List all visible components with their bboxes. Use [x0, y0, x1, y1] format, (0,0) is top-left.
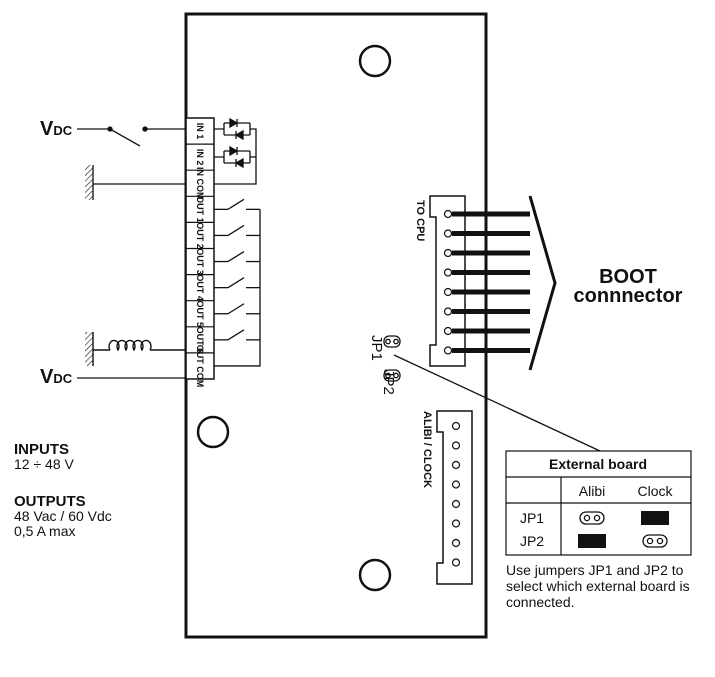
alibi-clock-connector: [436, 410, 473, 585]
to-cpu-label: TO CPU: [414, 200, 426, 241]
terminal-label: IN COM: [195, 167, 205, 200]
table-title: External board: [549, 456, 647, 472]
svg-text:OUT 3: OUT 3: [195, 248, 205, 275]
outputs-line2: 0,5 A max: [14, 523, 76, 539]
svg-text:IN COM: IN COM: [195, 167, 205, 200]
inputs-spec: INPUTS 12 ÷ 48 V: [14, 442, 74, 472]
connector-pin: [451, 519, 461, 528]
connector-pin: [451, 558, 461, 567]
inputs-value: 12 ÷ 48 V: [14, 456, 74, 472]
input-switch: [77, 126, 186, 147]
connector-pin: [443, 307, 453, 316]
connector-pin: [451, 460, 461, 470]
terminal-label: OUT 3: [195, 248, 205, 275]
jp2-label: JP2: [380, 369, 397, 395]
callout-line: [393, 354, 601, 452]
inputs-title: INPUTS: [14, 441, 70, 458]
output-contacts: [214, 198, 261, 367]
external-board-table: [505, 450, 692, 556]
alibi-clock-label: ALIBI / CLOCK: [421, 411, 433, 488]
terminal-label: IN 2: [195, 149, 205, 166]
outputs-spec: OUTPUTS 48 Vac / 60 Vdc 0,5 A max: [14, 494, 112, 539]
jumper-open-icon: [579, 511, 605, 525]
boot-bracket: [528, 195, 557, 371]
table-row-jp2: JP2: [520, 533, 544, 549]
terminal-label: IN 1: [195, 123, 205, 140]
connector-pin: [451, 441, 461, 450]
svg-text:OUT COM: OUT COM: [195, 345, 205, 388]
connector-pin: [443, 209, 453, 219]
svg-text:IN 2: IN 2: [195, 149, 205, 166]
connector-pin: [443, 229, 453, 238]
connector-pin: [451, 499, 461, 509]
terminal-label: OUT 2: [195, 222, 205, 249]
vdc-label: VDC: [40, 366, 73, 388]
terminal-label: OUT 5: [195, 300, 205, 327]
terminal-label: OUT COM: [195, 345, 205, 388]
cpu-connector: [429, 195, 530, 367]
jumper-jp1: [383, 335, 401, 348]
table-col-clock: Clock: [637, 483, 673, 499]
connector-pin: [443, 248, 453, 258]
table-row-jp1: JP1: [520, 510, 544, 526]
jumper-jp2: [383, 369, 401, 382]
connector-pin: [451, 421, 461, 431]
svg-text:OUT 6: OUT 6: [195, 327, 205, 354]
ground-symbol: [85, 165, 186, 200]
svg-text:IN 1: IN 1: [195, 123, 205, 140]
outputs-title: OUTPUTS: [14, 493, 86, 510]
jumper-closed-icon: [578, 534, 606, 548]
jumper-closed-icon: [641, 511, 669, 525]
jumper-note: Use jumpers JP1 and JP2 to select which …: [506, 562, 690, 610]
mounting-hole: [358, 558, 392, 592]
boot-sublabel: connnector: [574, 285, 683, 307]
connector-pin: [443, 346, 453, 355]
connector-pin: [443, 268, 453, 277]
mounting-hole: [358, 44, 392, 78]
terminal-label: OUT 1: [195, 196, 205, 223]
load-coil: [85, 332, 186, 366]
jp1-label: JP1: [368, 335, 385, 361]
outputs-line1: 48 Vac / 60 Vdc: [14, 508, 112, 524]
connector-pin: [443, 287, 453, 297]
jumper-open-icon: [642, 534, 668, 548]
svg-text:OUT 4: OUT 4: [195, 274, 205, 301]
connector-pin: [451, 480, 461, 489]
mounting-hole: [196, 415, 230, 449]
svg-text:OUT 2: OUT 2: [195, 222, 205, 249]
boot-label: BOOT: [599, 266, 657, 288]
terminal-label: OUT 4: [195, 274, 205, 301]
svg-text:OUT 1: OUT 1: [195, 196, 205, 223]
input-diodes: [214, 117, 257, 185]
connector-pin: [443, 326, 453, 336]
terminal-label: OUT 6: [195, 327, 205, 354]
table-col-alibi: Alibi: [579, 483, 605, 499]
vdc-label: VDC: [40, 118, 73, 140]
svg-text:OUT 5: OUT 5: [195, 300, 205, 327]
connector-pin: [451, 538, 461, 548]
